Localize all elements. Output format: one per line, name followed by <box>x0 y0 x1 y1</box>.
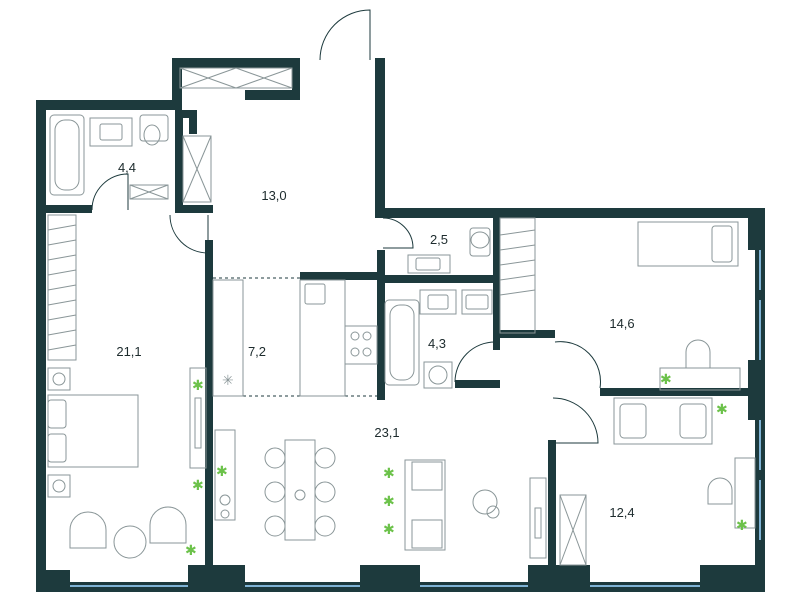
interior-walls <box>36 110 765 570</box>
windows <box>70 250 761 587</box>
bedroom-2-furniture <box>499 217 741 391</box>
area-label-bedroom-3: 12,4 <box>609 505 634 520</box>
outer-walls <box>36 58 765 592</box>
bedroom-3-furniture <box>559 397 756 566</box>
area-labels: 4,4 13,0 2,5 21,1 7,2 4,3 14,6 23,1 12,4 <box>116 160 634 520</box>
area-label-bathroom-2: 4,3 <box>428 336 446 351</box>
area-label-living-room: 23,1 <box>374 425 399 440</box>
plant-icon: ✱ <box>736 518 748 534</box>
plants: ✱ ✱ ✱ ✱ ✱ ✱ ✱ ✱ ✱ ✱ <box>185 372 748 559</box>
bathroom-2-fixtures <box>384 289 493 389</box>
doors <box>91 9 601 444</box>
svg-text:✳: ✳ <box>222 373 234 389</box>
plant-icon: ✱ <box>716 402 728 418</box>
area-label-hallway: 13,0 <box>261 188 286 203</box>
plant-icon: ✱ <box>660 372 672 388</box>
plant-icon: ✱ <box>185 543 197 559</box>
plant-icon: ✱ <box>192 378 204 394</box>
area-label-bedroom-2: 14,6 <box>609 316 634 331</box>
hallway-wardrobe <box>179 67 293 89</box>
plant-icon: ✱ <box>383 494 395 510</box>
plant-icon: ✱ <box>216 464 228 480</box>
kitchen-fixtures: ✳ <box>212 277 385 397</box>
wc-fixtures <box>407 227 491 274</box>
area-label-bedroom-1: 21,1 <box>116 344 141 359</box>
plant-icon: ✱ <box>192 478 204 494</box>
plant-icon: ✱ <box>383 522 395 538</box>
area-label-bathroom-1: 4,4 <box>118 160 136 175</box>
plant-icon: ✱ <box>383 466 395 482</box>
bathroom-1-fixtures <box>49 114 212 203</box>
living-room-furniture <box>214 429 547 559</box>
area-label-wc: 2,5 <box>430 232 448 247</box>
bedroom-1-furniture <box>47 214 207 559</box>
area-label-kitchen: 7,2 <box>248 344 266 359</box>
